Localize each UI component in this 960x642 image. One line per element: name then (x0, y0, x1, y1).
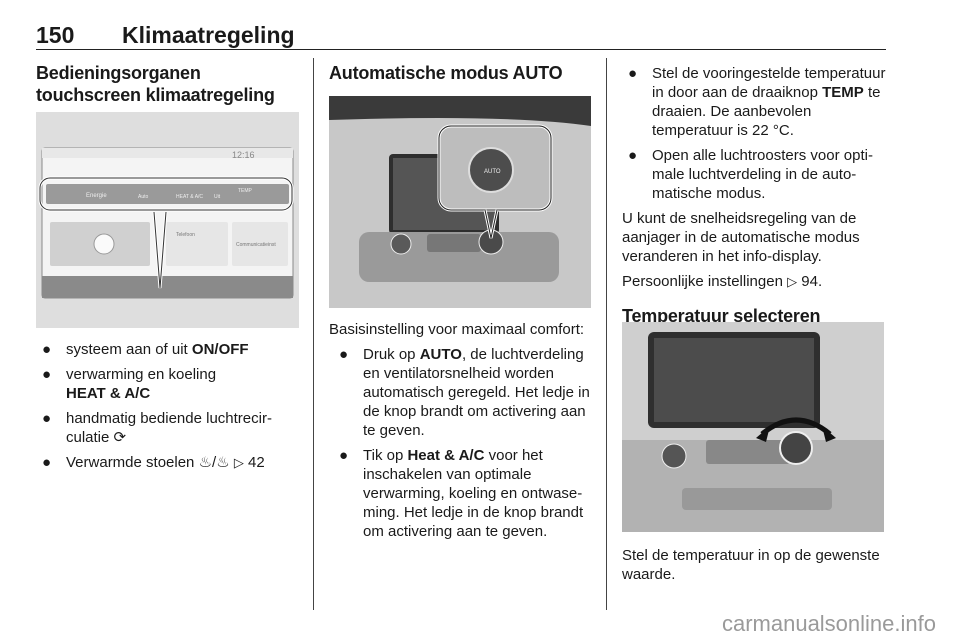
column-3: ●Stel de vooringestelde tempera­tuur in … (622, 64, 886, 327)
column-1-bullets: ●systeem aan of uit ON/OFF ●verwarming e… (36, 340, 302, 472)
column-1: Bedieningsorganen touchscreen klimaatreg… (36, 62, 302, 106)
page-header: 150 Klimaatregeling (36, 22, 886, 50)
column-divider (313, 58, 314, 610)
column-3-caption: Stel de temperatuur in op de gewen­ste w… (622, 546, 886, 584)
screen-clock: 12:16 (232, 150, 255, 160)
dashboard-auto-figure: AUTO (329, 96, 591, 308)
screen-tile-energie: Energie (86, 193, 107, 199)
screen-tile-auto: Auto (138, 194, 149, 200)
page-number: 150 (36, 22, 75, 48)
figure-caption: Stel de temperatuur in op de gewen­ste w… (622, 547, 880, 583)
list-item: ●Tik op Heat & A/C voor het inschakelen … (339, 447, 584, 540)
chapter-title: Klimaatregeling (122, 22, 295, 48)
body-text: U kunt de snelheidsregeling van de aanja… (622, 210, 860, 265)
touchscreen-figure: 12:16 Energie Auto HEAT & A/C Uit TEMP T… (36, 112, 299, 328)
section-heading: Automatische modus AUTO (329, 63, 563, 83)
recirculation-icon: ⟳ (113, 429, 127, 446)
knob-label: AUTO (484, 169, 501, 175)
list-item: ●Verwarmde stoelen ♨/♨ ▷ 42 (42, 454, 265, 471)
column-2: Automatische modus AUTO (329, 62, 593, 84)
list-item: ●Druk op AUTO, de luchtverdeling en vent… (339, 346, 590, 439)
section-heading: Bedieningsorganen touchscreen klimaatreg… (36, 63, 275, 105)
body-text: Persoonlijke instellingen ▷ 94. (622, 273, 823, 290)
screen-tile-temp: TEMP (238, 188, 253, 194)
header-rule (36, 49, 886, 50)
intro-text: Basisinstelling voor maximaal comfort: (329, 321, 585, 338)
list-item: ●Open alle luchtroosters voor opti­male … (628, 147, 873, 202)
screen-tile-telefoon: Telefoon (176, 232, 195, 238)
touchscreen-illustration: 12:16 Energie Auto HEAT & A/C Uit TEMP T… (36, 112, 299, 328)
reference-arrow-icon: ▷ (233, 455, 244, 470)
reference-arrow-icon: ▷ (787, 274, 798, 289)
list-item: ●Stel de vooringestelde tempera­tuur in … (628, 65, 886, 139)
screen-tile-comm: Communicatieinst (236, 242, 276, 248)
screen-tile-uit: Uit (214, 194, 221, 200)
list-item: ●verwarming en koeling HEAT & A/C (42, 366, 217, 402)
temperature-illustration (622, 322, 884, 532)
list-item: ●handmatig bediende luchtrecir­culatie ⟳ (42, 410, 272, 446)
watermark: carmanualsonline.info (721, 611, 936, 636)
column-2-text: Basisinstelling voor maximaal comfort: ●… (329, 320, 593, 541)
temperature-figure (622, 322, 884, 532)
screen-tile-heat: HEAT & A/C (176, 194, 203, 200)
list-item: ●systeem aan of uit ON/OFF (42, 341, 249, 358)
column-divider (606, 58, 607, 610)
seat-heat-icon: ♨/♨ (198, 454, 230, 471)
section-heading: Temperatuur selecteren (622, 306, 821, 326)
dashboard-illustration: AUTO (329, 96, 591, 308)
